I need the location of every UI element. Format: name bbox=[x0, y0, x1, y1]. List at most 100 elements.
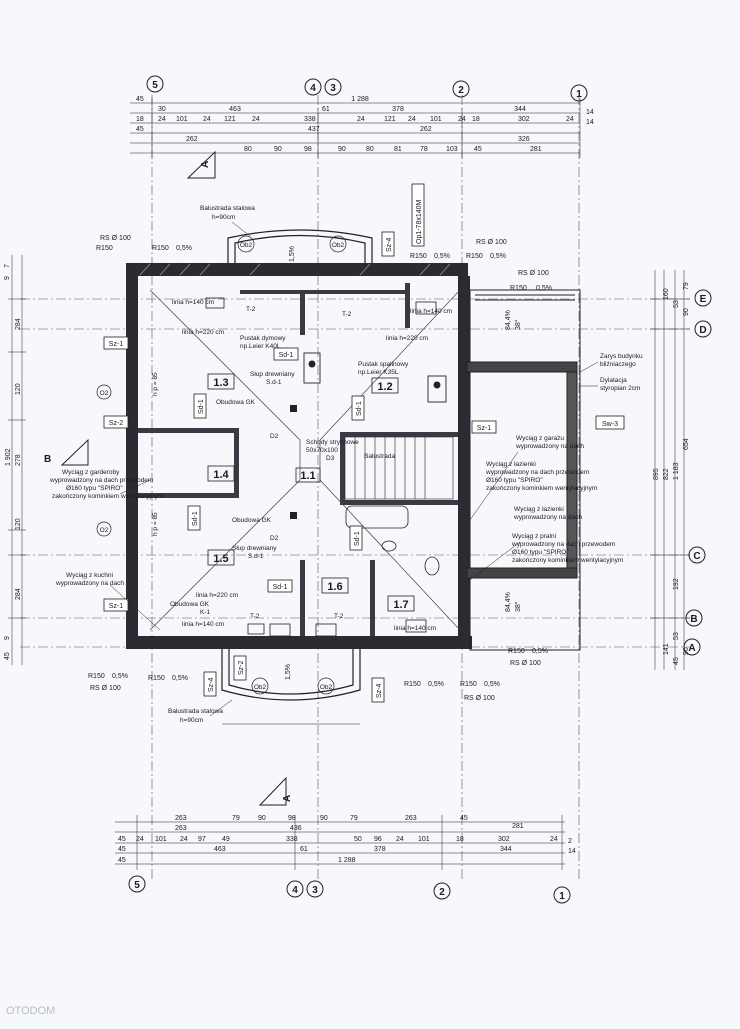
symbol-sw-3: Sw-3 bbox=[595, 415, 625, 430]
svg-text:h p = 85: h p = 85 bbox=[152, 372, 159, 396]
symbol-ob2-c: Ob2 bbox=[251, 677, 269, 695]
svg-text:Pustak dymowy: Pustak dymowy bbox=[240, 335, 286, 342]
svg-text:Balustrada stalowa: Balustrada stalowa bbox=[168, 708, 223, 715]
toilet bbox=[424, 556, 440, 576]
svg-text:24: 24 bbox=[252, 116, 260, 123]
left-dim-labels: 7 9 284 120 278 1 902 120 284 9 45 bbox=[4, 264, 22, 660]
svg-text:bliźniaczego: bliźniaczego bbox=[600, 361, 636, 368]
svg-text:3: 3 bbox=[330, 83, 336, 94]
svg-text:h=90cm: h=90cm bbox=[180, 717, 203, 724]
wooden-columns bbox=[290, 405, 297, 519]
svg-text:1,5%: 1,5% bbox=[285, 664, 292, 680]
svg-text:263: 263 bbox=[175, 815, 187, 822]
svg-text:654: 654 bbox=[683, 438, 690, 450]
axis-bubble-5-top: 5 bbox=[146, 75, 164, 93]
svg-text:1: 1 bbox=[576, 89, 582, 100]
symbol-op1-window: Op1-78x140M bbox=[411, 183, 425, 247]
symbol-sz-4-c: Sz-4 bbox=[371, 677, 385, 703]
svg-text:1 902: 1 902 bbox=[5, 448, 12, 466]
top-dim-row1: 45 1 288 14 bbox=[136, 96, 594, 116]
svg-text:Ob2: Ob2 bbox=[240, 242, 253, 249]
symbol-ob2-b: Ob2 bbox=[329, 235, 347, 253]
note-wyciag-garderoby: Wyciąg z garderoby wyprowadzony na dach … bbox=[49, 469, 163, 500]
svg-text:160: 160 bbox=[663, 288, 670, 300]
axis-bubble-4-bottom: 4 bbox=[286, 880, 304, 898]
symbol-sz-4-b: Sz-4 bbox=[203, 671, 217, 697]
svg-text:1.5: 1.5 bbox=[213, 553, 228, 565]
roof-windows bbox=[205, 297, 437, 637]
svg-text:wyprowadzony na dach przewodem: wyprowadzony na dach przewodem bbox=[511, 541, 615, 548]
svg-text:101: 101 bbox=[155, 836, 167, 843]
roof-slopes: 84,4% 38° 84,4% 38° 1,5% 1,5% bbox=[285, 246, 522, 680]
svg-text:98: 98 bbox=[288, 815, 296, 822]
svg-text:45: 45 bbox=[460, 815, 468, 822]
svg-text:D2: D2 bbox=[270, 433, 279, 440]
svg-text:463: 463 bbox=[229, 106, 241, 113]
svg-text:Sz-1: Sz-1 bbox=[109, 341, 124, 348]
svg-text:24: 24 bbox=[357, 116, 365, 123]
top-dim-row2: 30 463 61 378 344 bbox=[158, 106, 526, 113]
svg-text:5: 5 bbox=[152, 80, 158, 91]
svg-text:18: 18 bbox=[456, 836, 464, 843]
svg-text:192: 192 bbox=[673, 578, 680, 590]
svg-text:R150: R150 bbox=[460, 681, 477, 688]
svg-text:Balustrada: Balustrada bbox=[364, 453, 395, 460]
balcony-top bbox=[227, 229, 373, 263]
svg-text:53: 53 bbox=[673, 300, 680, 308]
misc-line-labels: linia h=140 cm linia h=220 cm linia h=14… bbox=[152, 299, 452, 632]
svg-text:103: 103 bbox=[446, 146, 458, 153]
svg-text:Wyciąg z kuchni: Wyciąg z kuchni bbox=[66, 572, 113, 579]
svg-text:B: B bbox=[44, 454, 51, 465]
annex-outline bbox=[466, 289, 581, 651]
svg-text:121: 121 bbox=[384, 116, 396, 123]
svg-text:53: 53 bbox=[673, 632, 680, 640]
svg-text:Balustrada stalowa: Balustrada stalowa bbox=[200, 205, 255, 212]
svg-text:90: 90 bbox=[338, 146, 346, 153]
svg-text:R150: R150 bbox=[410, 253, 427, 260]
svg-text:4: 4 bbox=[310, 83, 316, 94]
svg-text:24: 24 bbox=[458, 116, 466, 123]
svg-text:14: 14 bbox=[586, 119, 594, 126]
symbol-sz-2-a: Sz-2 bbox=[103, 415, 129, 429]
svg-text:Sd-1: Sd-1 bbox=[198, 399, 205, 414]
svg-text:h p = 85: h p = 85 bbox=[152, 512, 159, 536]
wall-hatch-top bbox=[139, 263, 451, 276]
svg-text:RS Ø 100: RS Ø 100 bbox=[464, 695, 495, 702]
axis-bubble-4-top: 4 bbox=[304, 78, 322, 96]
axis-bubble-2-bottom: 2 bbox=[433, 882, 451, 900]
interior-walls bbox=[138, 283, 458, 636]
note-wyciag-pralni: Wyciąg z pralni wyprowadzony na dach prz… bbox=[511, 533, 623, 564]
svg-text:Ø160 typu "SPIRO": Ø160 typu "SPIRO" bbox=[66, 485, 123, 492]
svg-text:24: 24 bbox=[408, 116, 416, 123]
drain-bottom-left: R150 0,5% R150 0,5% RS Ø 100 bbox=[88, 673, 188, 692]
svg-text:344: 344 bbox=[500, 846, 512, 853]
top-dim-row4: 45 437 262 14 bbox=[136, 119, 594, 133]
room-1-3: 1.3 bbox=[207, 373, 235, 390]
bathtub bbox=[345, 505, 409, 529]
svg-text:wyprowadzony na dach: wyprowadzony na dach bbox=[55, 580, 124, 587]
drain-top-right: R150 0,5% R150 0,5% RS Ø 100 RS Ø 100 R1… bbox=[410, 239, 552, 292]
svg-text:Obudowa GK: Obudowa GK bbox=[170, 601, 210, 608]
svg-text:0,5%: 0,5% bbox=[490, 253, 506, 260]
svg-text:RS Ø 100: RS Ø 100 bbox=[510, 660, 541, 667]
svg-text:281: 281 bbox=[530, 146, 542, 153]
attic-stairs bbox=[344, 436, 454, 500]
note-wyciag-kuchni: Wyciąg z kuchni wyprowadzony na dach bbox=[55, 572, 124, 587]
svg-text:45: 45 bbox=[118, 846, 126, 853]
note-slup-bottom: Słup drewniany S.d-1 bbox=[232, 545, 277, 560]
svg-text:linia h=220 cm: linia h=220 cm bbox=[386, 335, 428, 342]
svg-text:Sz-2: Sz-2 bbox=[109, 420, 124, 427]
axis-bubble-C: C bbox=[688, 546, 706, 564]
svg-text:79: 79 bbox=[232, 815, 240, 822]
svg-text:18: 18 bbox=[472, 116, 480, 123]
svg-text:Słup drewniany: Słup drewniany bbox=[232, 545, 277, 552]
svg-text:0,5%: 0,5% bbox=[172, 675, 188, 682]
svg-text:RS Ø 100: RS Ø 100 bbox=[476, 239, 507, 246]
svg-text:D3: D3 bbox=[326, 455, 335, 462]
chimney-left bbox=[303, 352, 321, 384]
svg-text:45: 45 bbox=[673, 657, 680, 665]
axis-bubble-1-bottom: 1 bbox=[553, 886, 571, 904]
svg-text:E: E bbox=[700, 294, 707, 305]
right-dim-labels: 160 53 90 79 654 895 822 1 183 192 141 5… bbox=[653, 282, 690, 665]
svg-text:Sw-3: Sw-3 bbox=[602, 421, 618, 428]
